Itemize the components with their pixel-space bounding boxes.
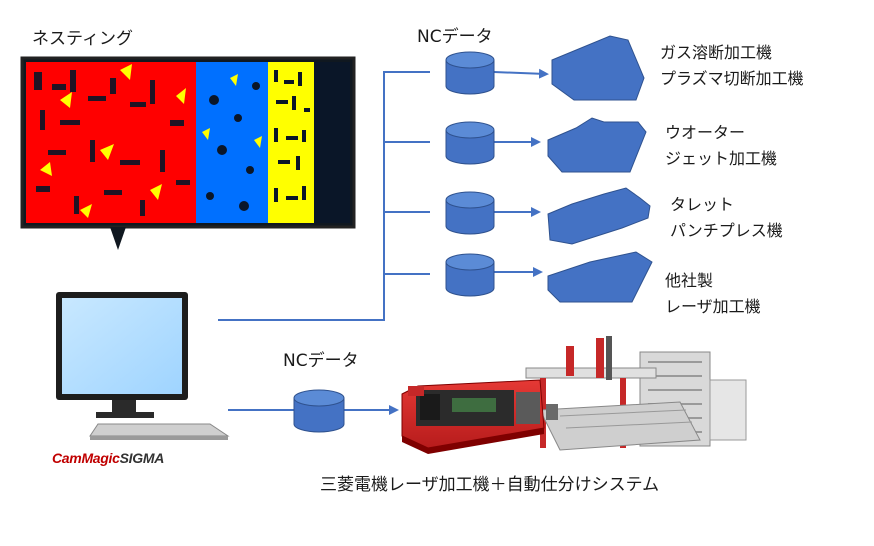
machine-1-label-line1: ガス溶断加工機 (660, 43, 773, 62)
nesting-title: ネスティング (32, 29, 133, 49)
machine-gas-plasma-shape (551, 35, 645, 101)
machine-3-label-line1: タレット (670, 195, 735, 214)
flow-lines (218, 68, 549, 415)
database-icon-4 (445, 253, 495, 297)
machine-4-label-line2: レーザ加工機 (665, 297, 761, 316)
cammagic-sigma-logo: CamMagicSIGMA (52, 450, 164, 466)
machine-4-label-line1: 他社製 (665, 271, 714, 290)
nc-data-label-bottom: NCデータ (283, 351, 359, 371)
laser-machine-with-sorting-system (401, 336, 747, 454)
machine-3-label-line2: パンチプレス機 (670, 221, 783, 240)
machine-1-label-line2: プラズマ切断加工機 (660, 69, 804, 88)
database-icon-2 (445, 121, 495, 165)
nesting-display (20, 56, 356, 250)
machine-other-laser-shape (547, 251, 653, 303)
nc-data-label-top: NCデータ (417, 27, 493, 47)
machine-2-label-line2: ジェット加工機 (665, 149, 778, 168)
machine-2-label-line1: ウオーター (665, 123, 746, 142)
database-icon-3 (445, 191, 495, 235)
logo-text-cammagic: CamMagic (52, 450, 120, 466)
database-icon-1 (445, 51, 495, 95)
machine-waterjet-shape (547, 117, 647, 173)
logo-text-sigma: SIGMA (119, 450, 165, 466)
machine-turret-punch-shape (547, 187, 651, 245)
laser-system-label: 三菱電機レーザ加工機＋自動仕分けシステム (320, 475, 660, 495)
database-icon-5 (293, 389, 345, 433)
pc-computer (56, 292, 230, 440)
